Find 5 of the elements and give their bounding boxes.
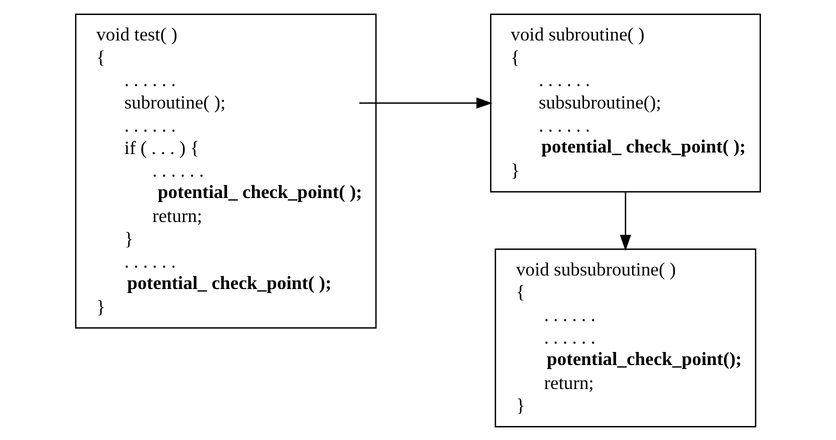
- node-box: void subroutine( ) { . . . . . . subsubroutine(); . . . . . . potential_ check_point( ); }: [490, 13, 761, 192]
- node-box: void subsubroutine( ) { . . . . . . . . . . . . potential_check_point(); return; }: [494, 248, 756, 427]
- arrow: [620, 191, 632, 250]
- arrow: [359, 96, 492, 108]
- node-box: void test( ) { . . . . . . subroutine( ); . . . . . . if ( . . . ) { . . . . . . potential_ check_point( ); return; } . . . . . . potential_ check_point( ); }: [75, 13, 377, 328]
